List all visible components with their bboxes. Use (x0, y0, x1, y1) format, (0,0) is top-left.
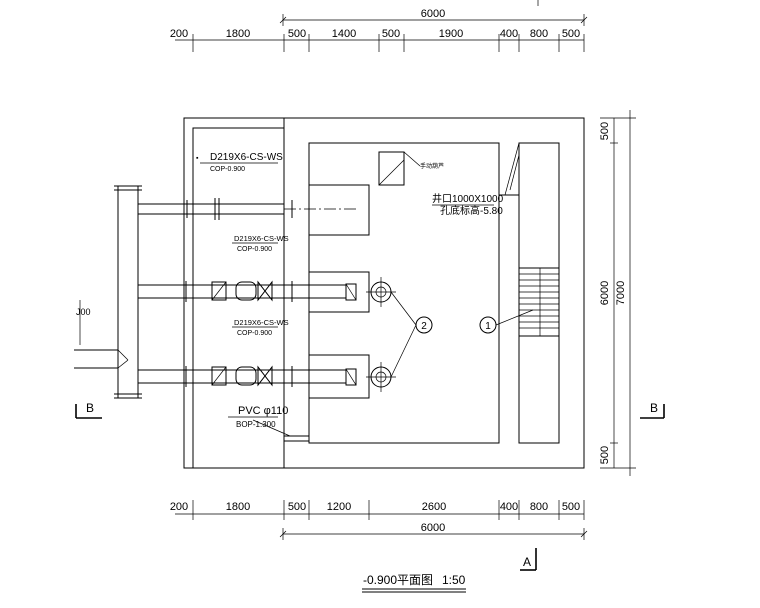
right-dimensions: 500 6000 500 7000 (599, 110, 636, 476)
building-outline (183, 117, 585, 469)
bottom-dim-3: 500 (288, 501, 306, 513)
callout-2: 2 (390, 291, 433, 378)
pump2-pipe-elev: COP-0.900 (237, 330, 272, 337)
section-mark-bottom: A (520, 548, 537, 571)
callout-1: 1 (479, 309, 534, 334)
top-dim-9: 500 (562, 28, 580, 40)
stairs (518, 267, 560, 337)
drain-pipe-spec: PVC φ110 (238, 405, 288, 417)
sump-size: 井口1000X1000 (432, 192, 504, 205)
callout-1-label: 1 (485, 321, 491, 332)
drain-pipe (252, 419, 309, 442)
top-dim-6: 1900 (439, 28, 463, 40)
pump1-pipe-spec: D219X6-CS-WS (234, 234, 289, 243)
pump1-pipe-elev: COP-0.900 (237, 246, 272, 253)
hoist-label: 手动葫芦 (420, 162, 444, 170)
callout-2-label: 2 (421, 321, 427, 332)
section-right-label: B (650, 401, 658, 415)
bottom-overall-dim: 6000 (421, 522, 445, 534)
bottom-dim-7: 800 (530, 501, 548, 513)
bottom-dim-6: 400 (500, 501, 518, 513)
pump-line-2 (138, 354, 396, 399)
top-dim-5: 500 (382, 28, 400, 40)
sump-annotation: 井口1000X1000 孔底标高-5.80 (432, 192, 504, 217)
right-dim-overall: 7000 (615, 281, 627, 305)
bottom-dimensions: 200 1800 500 1200 2600 400 800 500 6000 (170, 500, 588, 540)
hoist: 手动葫芦 (378, 151, 444, 186)
external-pipe: J00 (74, 185, 142, 399)
sump-elevation: 孔底标高-5.80 (440, 204, 503, 217)
bottom-dim-1: 200 (170, 501, 188, 513)
pump-line-1 (138, 271, 396, 313)
main-pipe-spec: D219X6-CS-WS (210, 152, 283, 163)
drawing-scale: 1:50 (442, 573, 466, 587)
right-dim-inner: 6000 (599, 281, 611, 305)
top-dimensions: 6000 200 1800 500 1400 500 1900 400 800 … (170, 0, 588, 52)
right-dim-top: 500 (599, 122, 611, 140)
drain-pipe-elev: BOP-1.300 (236, 420, 276, 429)
bottom-dim-5: 2600 (422, 501, 446, 513)
section-bottom-label: A (523, 555, 531, 569)
bottom-dim-2: 1800 (226, 501, 250, 513)
main-pipe-prefix: ▪ (196, 155, 199, 162)
bottom-dim-4: 1200 (327, 501, 351, 513)
top-dim-7: 400 (500, 28, 518, 40)
top-overall-dim: 6000 (421, 8, 445, 20)
drawing-title-text: -0.900平面图 (363, 573, 433, 587)
top-dim-3: 500 (288, 28, 306, 40)
right-dim-bottom: 500 (599, 446, 611, 464)
section-mark-left: B (75, 401, 102, 419)
top-dim-4: 1400 (332, 28, 356, 40)
section-mark-right: B (640, 401, 665, 419)
main-pipe-elev: COP-0.900 (210, 166, 245, 173)
left-pipe-label: J00 (76, 307, 91, 317)
main-header-pipe (138, 184, 370, 236)
top-dim-8: 800 (530, 28, 548, 40)
pipe-annotations: D219X6-CS-WS COP-0.900 ▪ D219X6-CS-WS CO… (196, 152, 289, 429)
bottom-dim-8: 500 (562, 501, 580, 513)
pump2-pipe-spec: D219X6-CS-WS (234, 318, 289, 327)
section-left-label: B (86, 401, 94, 415)
top-dim-2: 1800 (226, 28, 250, 40)
drawing-title: -0.900平面图 1:50 (362, 573, 466, 593)
top-dim-1: 200 (170, 28, 188, 40)
